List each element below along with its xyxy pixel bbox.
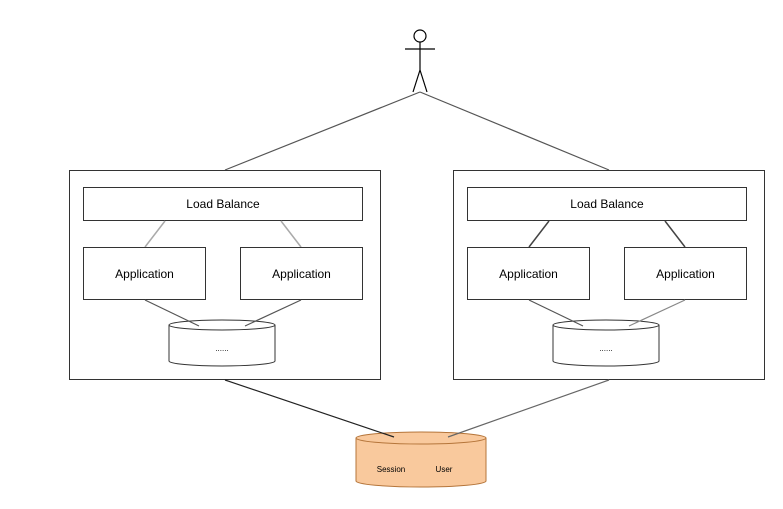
cluster-1: Load Balance Application Application ...… bbox=[69, 170, 381, 380]
shared-session-store: Session User bbox=[355, 431, 487, 488]
shared-store-user-label: User bbox=[436, 465, 453, 474]
cluster-1-load-balancer-label: Load Balance bbox=[186, 197, 260, 211]
cluster-1-app-1-label: Application bbox=[115, 267, 174, 281]
actor-to-cluster-2-connector bbox=[419, 91, 610, 171]
cluster-1-local-store-label: ...... bbox=[215, 344, 228, 353]
cluster-2: Load Balance Application Application ...… bbox=[453, 170, 765, 380]
cluster-1-app-2-label: Application bbox=[272, 267, 331, 281]
cluster-1-local-store bbox=[168, 319, 276, 367]
cluster-2-load-balancer bbox=[467, 187, 747, 221]
cluster-2-local-store-label: ...... bbox=[599, 344, 612, 353]
cluster-2-app-1-label: Application bbox=[499, 267, 558, 281]
cluster-2-load-balancer-label: Load Balance bbox=[570, 197, 644, 211]
cluster-1-app-2-to-store bbox=[244, 299, 302, 327]
cluster-1-app-1-to-store bbox=[144, 299, 200, 327]
cluster-2-to-shared-store bbox=[447, 379, 610, 438]
shared-store-session-label: Session bbox=[377, 465, 405, 474]
cluster-2-lb-to-app-1 bbox=[528, 220, 550, 248]
cluster-2-app-2-to-store bbox=[628, 299, 686, 327]
cluster-2-app-2 bbox=[624, 247, 747, 300]
cluster-1-lb-to-app-2 bbox=[280, 220, 302, 248]
actor-to-cluster-1-connector bbox=[224, 91, 421, 171]
cluster-2-local-store bbox=[552, 319, 660, 367]
cluster-2-app-1-to-store bbox=[528, 299, 584, 327]
cluster-1-app-2 bbox=[240, 247, 363, 300]
cluster-1-to-shared-store bbox=[224, 379, 395, 438]
cluster-2-lb-to-app-2 bbox=[664, 220, 686, 248]
cluster-1-load-balancer bbox=[83, 187, 363, 221]
cluster-1-lb-to-app-1 bbox=[144, 220, 166, 248]
user-actor-icon bbox=[405, 29, 435, 93]
cluster-2-app-2-label: Application bbox=[656, 267, 715, 281]
cluster-1-app-1 bbox=[83, 247, 206, 300]
cluster-2-app-1 bbox=[467, 247, 590, 300]
